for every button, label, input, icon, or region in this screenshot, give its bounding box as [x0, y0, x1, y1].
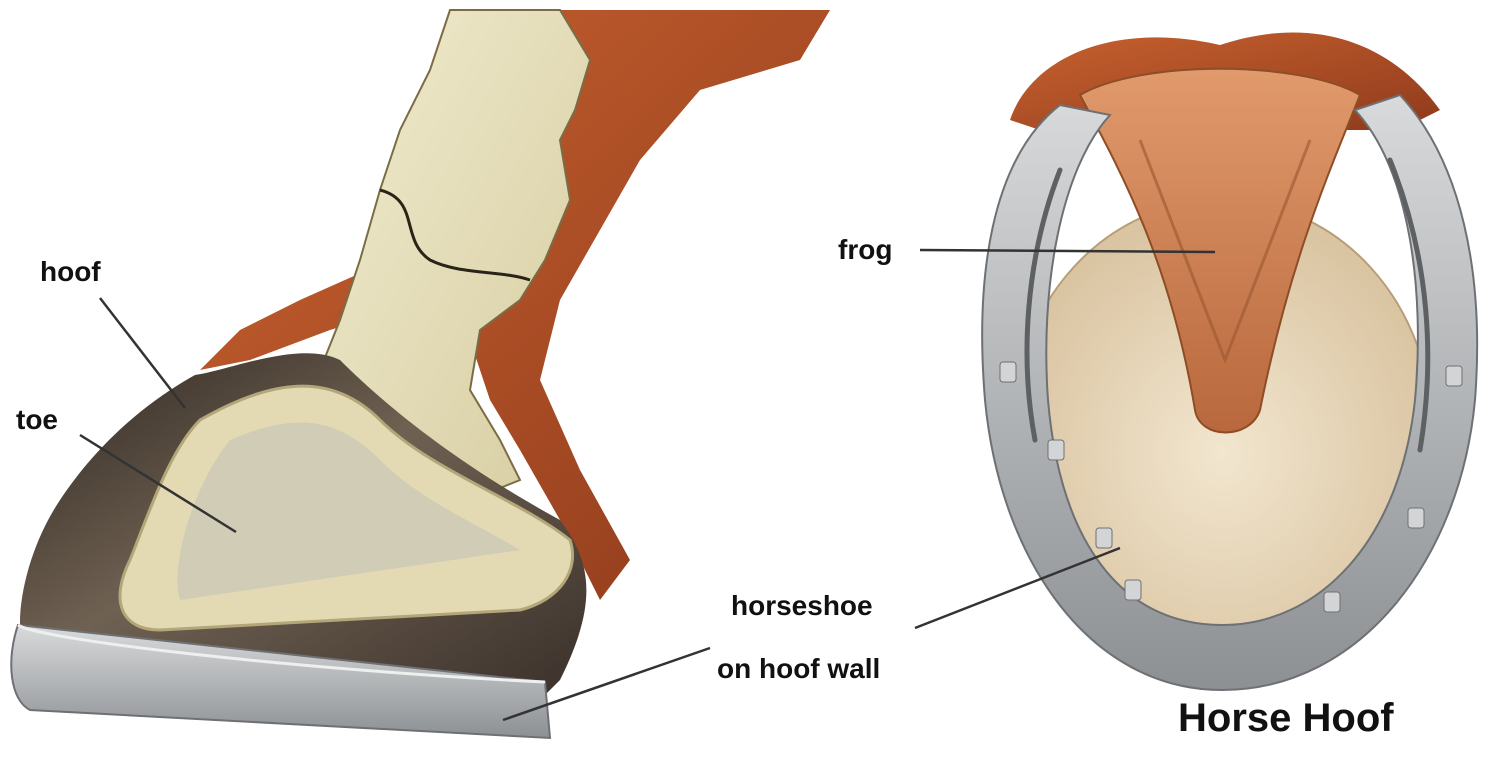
- nail-head: [1096, 528, 1112, 548]
- nail-head: [1000, 362, 1016, 382]
- frog-label: frog: [838, 233, 892, 267]
- bottom-view-illustration: [982, 33, 1477, 690]
- nail-head: [1324, 592, 1340, 612]
- nail-head: [1446, 366, 1462, 386]
- nail-head: [1125, 580, 1141, 600]
- hoof-label: hoof: [40, 255, 101, 289]
- hoof-leader-line: [100, 298, 185, 408]
- toe-label: toe: [16, 403, 58, 437]
- hoof-wall-label: on hoof wall: [717, 652, 880, 686]
- diagram-title: Horse Hoof: [1178, 695, 1394, 741]
- horseshoe-label: horseshoe: [731, 589, 873, 623]
- side-view-illustration: [11, 10, 830, 738]
- nail-head: [1408, 508, 1424, 528]
- nail-head: [1048, 440, 1064, 460]
